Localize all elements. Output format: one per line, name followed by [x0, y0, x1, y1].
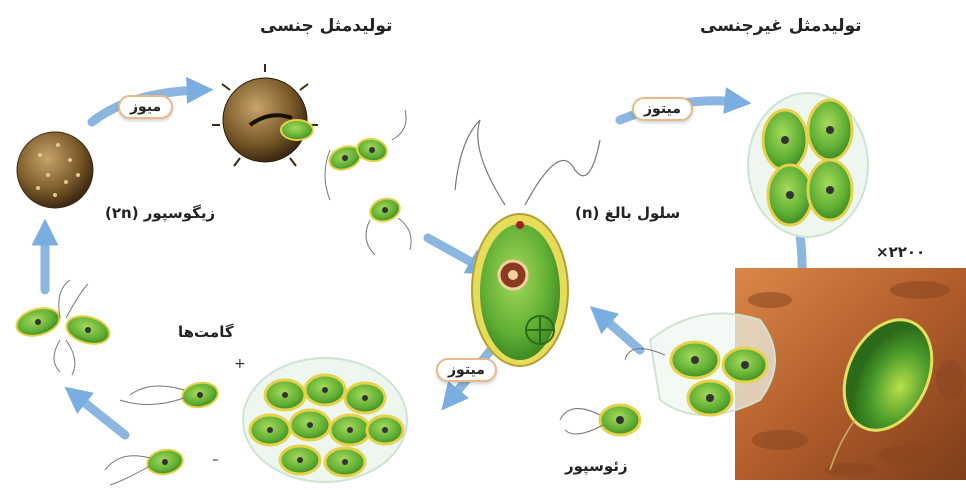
gamete-plus-sign: +	[234, 356, 246, 372]
fusing-gametes-image	[13, 280, 112, 375]
arrow-zoospore-to-adult	[600, 315, 640, 350]
adult-cell-image	[455, 120, 600, 366]
process-mitosis-top: میتوز	[632, 97, 693, 121]
gamete-minus-sign: –	[212, 452, 219, 468]
label-magnification: ×۲۲۰۰	[876, 243, 925, 261]
label-adult-cell: سلول بالغ (n)	[575, 204, 680, 222]
label-gametes: گامت‌ها	[178, 323, 234, 341]
zygospore-image	[17, 132, 93, 208]
label-zygospore: زیگوسپور (۲n)	[105, 204, 215, 222]
arrow-to-gametes	[75, 395, 125, 435]
released-zoospores	[325, 110, 411, 255]
mitotic-colony-image	[748, 93, 868, 237]
heading-asexual-reproduction: تولیدمثل غیرجنسی	[700, 16, 862, 36]
cell-cluster-image	[243, 358, 407, 482]
process-meiosis: میوز	[118, 95, 173, 119]
process-mitosis-bottom: میتوز	[436, 358, 497, 382]
heading-sexual-reproduction: تولیدمثل جنسی	[260, 16, 392, 36]
germinating-zygospore-image	[212, 64, 318, 166]
label-zoospore: زئوسپور	[565, 457, 628, 475]
